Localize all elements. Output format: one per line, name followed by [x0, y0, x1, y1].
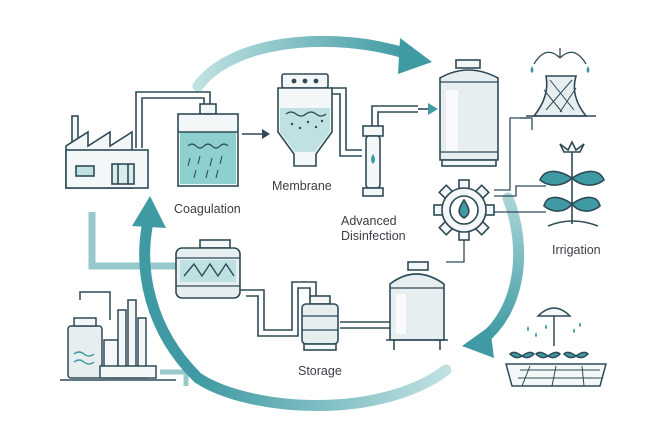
mixing-tank-icon — [175, 239, 241, 299]
membrane-label: Membrane — [272, 179, 332, 193]
irrigation-label: Irrigation — [552, 243, 601, 257]
industrial-plant-icon — [60, 291, 176, 381]
factory-icon — [65, 115, 149, 189]
cycle-arrow-top — [192, 35, 432, 92]
storage-tank-icon — [439, 59, 499, 167]
cycle-arrow-right — [462, 192, 525, 358]
plant-icon — [539, 140, 605, 227]
coagulation-label: Coagulation — [174, 202, 241, 216]
advanced-disinfection-label-line1: Advanced — [341, 214, 397, 228]
advanced-disinfection-label: Advanced Disinfection — [341, 214, 421, 244]
gear-icon — [433, 179, 495, 241]
flow-arrows — [242, 103, 438, 139]
filter-column-icon — [301, 295, 339, 351]
coagulation-tank-icon — [177, 103, 239, 187]
storage-label: Storage — [298, 364, 342, 378]
cycle-arrow-left — [132, 196, 202, 382]
uv-disinfection-icon — [362, 125, 384, 197]
membrane-filter-icon — [277, 73, 333, 167]
bottom-storage-tank-icon — [386, 261, 448, 350]
advanced-disinfection-label-line2: Disinfection — [341, 229, 406, 243]
cycle-arrow-bottom — [192, 364, 452, 411]
cooling-tower-icon — [494, 48, 596, 191]
sprinkler-field-icon — [505, 307, 607, 387]
pipes — [88, 87, 546, 386]
